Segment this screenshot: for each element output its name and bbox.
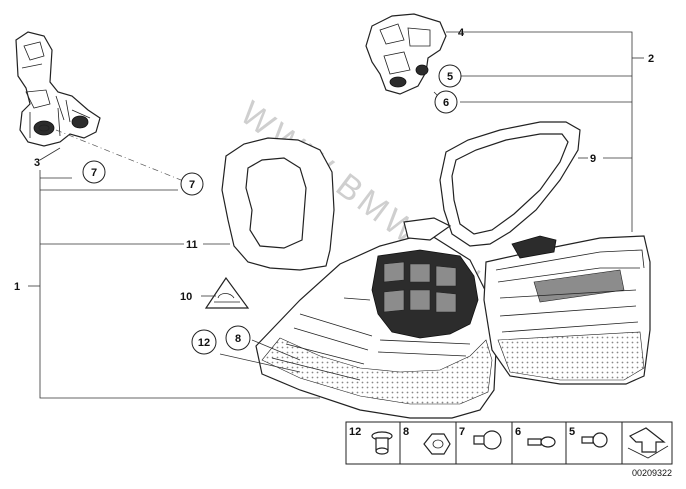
label-1: 1 [14,281,20,293]
circled-label-6: 6 [434,90,458,114]
legend-item-7: 7 [459,426,502,450]
circled-label-5: 5 [438,64,462,88]
circled-label-7b: 7 [180,172,204,196]
bulb-holder-right [365,13,447,95]
svg-text:8: 8 [235,333,241,345]
bulb-holder-left [15,31,101,147]
svg-text:8: 8 [403,426,409,438]
reference-number: 00209322 [632,468,672,478]
hex-nut-icon [423,433,451,455]
hardware-legend: 12 8 7 6 [345,421,623,465]
legend-item-6: 6 [515,426,556,448]
label-4: 4 [458,27,465,39]
label-3: 3 [34,157,40,169]
bulb-small-icon [527,436,556,448]
circled-label-7a: 7 [82,160,106,184]
bulb-large-icon [473,430,502,450]
label-11: 11 [186,239,198,251]
svg-text:6: 6 [515,426,521,438]
svg-text:5: 5 [447,71,453,83]
svg-text:7: 7 [189,179,195,191]
svg-text:6: 6 [443,97,449,109]
tail-light-inner [483,235,651,385]
grommet-icon [371,431,393,455]
circled-label-8: 8 [225,325,251,351]
tail-light-outer [255,217,497,419]
svg-text:12: 12 [198,337,210,349]
navigation-arrow-icon[interactable] [621,421,673,465]
gasket-left [221,137,335,271]
label-10: 10 [180,291,192,303]
legend-item-5: 5 [569,426,608,448]
warning-label [204,276,250,309]
gasket-right [439,121,581,247]
circled-labels: 7 7 5 6 12 8 [82,64,462,355]
legend-item-12: 12 [349,426,393,455]
svg-text:5: 5 [569,426,575,438]
bulb-wedge-icon [581,432,608,448]
svg-text:7: 7 [459,426,465,438]
label-2: 2 [648,53,654,65]
circled-label-12: 12 [191,329,217,355]
label-9: 9 [590,153,596,165]
svg-text:7: 7 [91,167,97,179]
leader-lines [28,31,644,399]
svg-text:12: 12 [349,426,361,438]
part-labels: 1 2 3 4 9 10 11 [14,27,654,303]
legend-item-8: 8 [403,426,451,455]
